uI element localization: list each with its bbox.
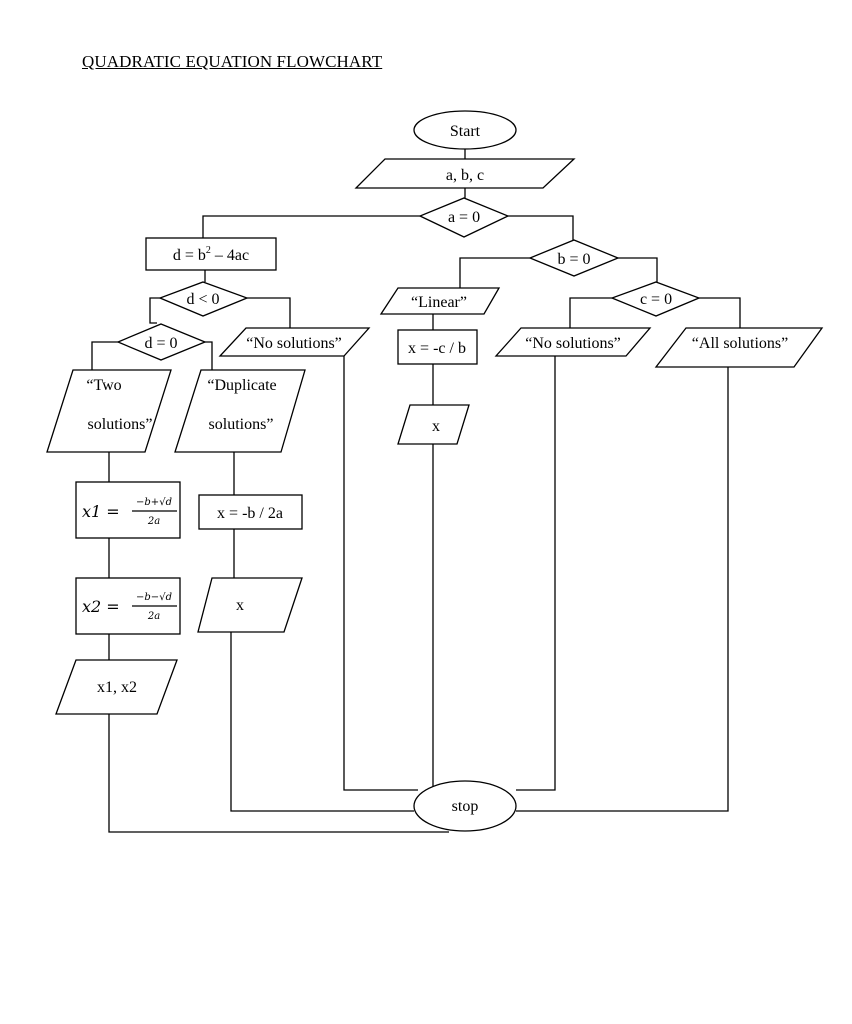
start-label: Start xyxy=(450,123,481,140)
x1-denominator: 2a xyxy=(147,516,160,527)
decision-a-zero: a = 0 xyxy=(418,197,510,238)
connectors xyxy=(91,149,741,833)
all-solutions-label: “All solutions” xyxy=(692,335,788,352)
process-discriminant: d = b2 – 4ac xyxy=(145,237,277,271)
linear-x-label: x xyxy=(432,418,440,435)
output-duplicate-x: x xyxy=(197,577,303,633)
decision-b-zero: b = 0 xyxy=(528,239,620,277)
process-linear-calc: x = -c / b xyxy=(397,329,478,365)
output-two-solutions: “Two solutions” xyxy=(46,369,172,453)
output-linear: “Linear” xyxy=(379,287,501,315)
x2-denominator: 2a xyxy=(147,611,160,622)
output-x1-x2: x1, x2 xyxy=(55,659,178,715)
decision-a-label: a = 0 xyxy=(448,209,480,226)
page-title: QUADRATIC EQUATION FLOWCHART xyxy=(82,52,383,71)
two-solutions-line2: solutions” xyxy=(88,416,153,433)
linear-calc-label: x = -c / b xyxy=(408,340,466,357)
stop-label: stop xyxy=(452,798,479,815)
x2-numerator: −b−√d xyxy=(136,592,172,603)
output-linear-x: x xyxy=(397,404,470,445)
duplicate-calc-label: x = -b / 2a xyxy=(217,505,283,522)
duplicate-x-label: x xyxy=(236,597,244,614)
x1-numerator: −b+√d xyxy=(136,497,172,508)
decision-d-less-label: d < 0 xyxy=(186,291,219,308)
decision-c-label: c = 0 xyxy=(640,291,672,308)
linear-label: “Linear” xyxy=(411,294,467,311)
no-solutions-right-label: “No solutions” xyxy=(525,335,621,352)
output-all-solutions: “All solutions” xyxy=(654,327,824,368)
no-solutions-left-label: “No solutions” xyxy=(246,335,342,352)
stop-terminal: stop xyxy=(413,780,517,832)
x1-lhs: x1 = xyxy=(82,502,120,521)
decision-d-less-zero: d < 0 xyxy=(158,281,249,317)
input-label: a, b, c xyxy=(446,167,484,184)
duplicate-line2: solutions” xyxy=(209,416,274,433)
output-no-solutions-left: “No solutions” xyxy=(218,327,371,357)
x1-x2-label: x1, x2 xyxy=(97,679,137,696)
x2-lhs: x2 = xyxy=(82,597,120,616)
decision-b-label: b = 0 xyxy=(557,251,590,268)
start-terminal: Start xyxy=(413,110,517,150)
output-no-solutions-right: “No solutions” xyxy=(494,327,652,357)
duplicate-line1: “Duplicate xyxy=(207,377,276,394)
process-x1-formula: x1 = −b+√d 2a xyxy=(75,481,181,539)
input-abc: a, b, c xyxy=(354,158,576,189)
decision-c-zero: c = 0 xyxy=(610,281,701,317)
process-x2-formula: x2 = −b−√d 2a xyxy=(75,577,181,635)
process-duplicate-calc: x = -b / 2a xyxy=(198,494,303,530)
output-duplicate-solutions: “Duplicate solutions” xyxy=(174,369,306,453)
discriminant-label: d = b2 – 4ac xyxy=(173,245,249,264)
decision-d-zero: d = 0 xyxy=(116,323,207,361)
two-solutions-line1: “Two xyxy=(86,377,121,394)
decision-d-zero-label: d = 0 xyxy=(144,335,177,352)
